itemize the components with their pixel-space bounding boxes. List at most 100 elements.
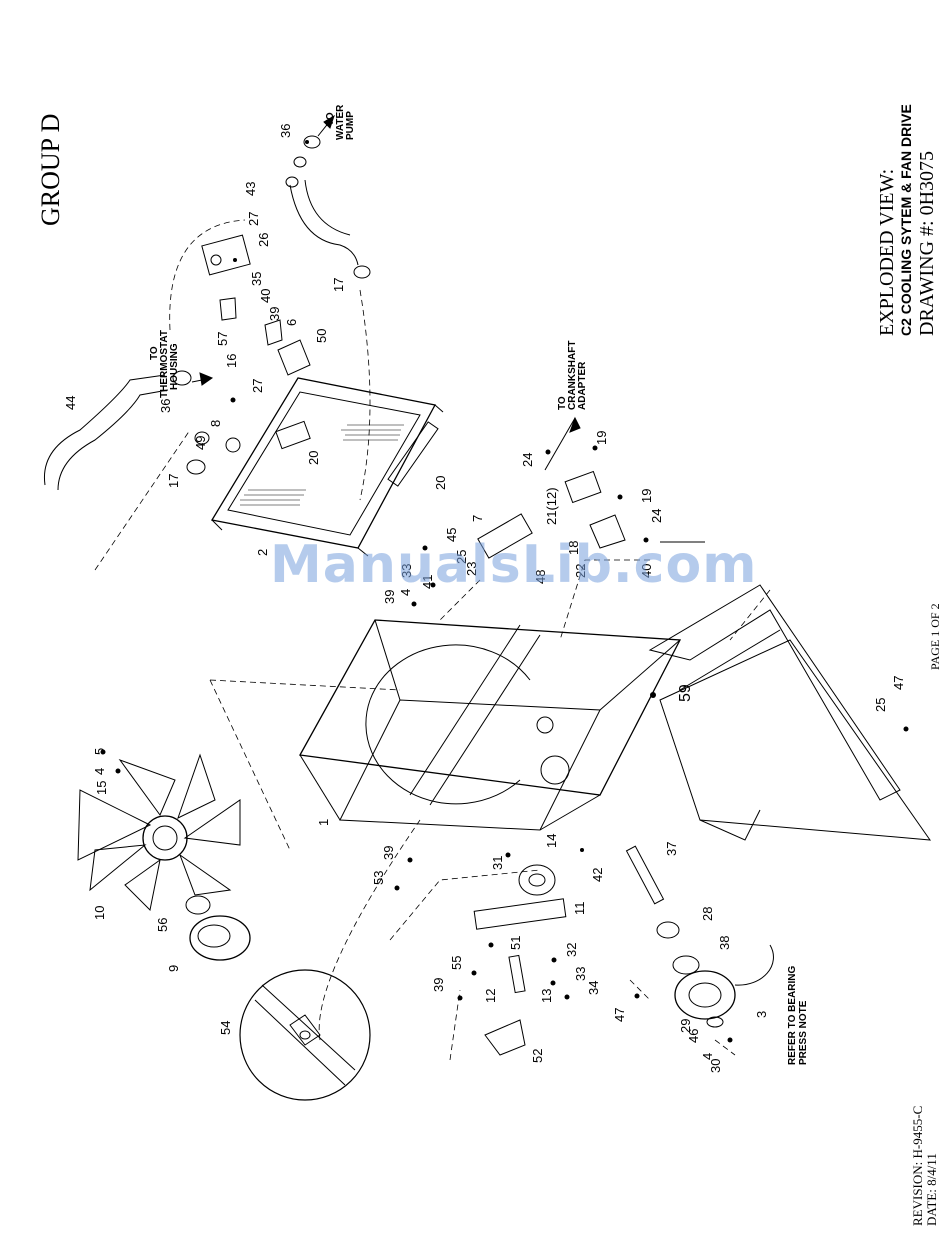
note-crankshaft-line1: TO (557, 396, 568, 410)
callout-28: 28 (700, 907, 715, 921)
callout-10: 10 (92, 906, 107, 920)
note-thermostat-line3: HOUSING (169, 343, 180, 390)
callout-33-lower: 33 (573, 967, 588, 981)
title-subtitle: C2 COOLING SYTEM & FAN DRIVE (898, 104, 914, 336)
callout-40-mid: 40 (639, 564, 654, 578)
note-water-pump-line2: WATER (335, 104, 346, 140)
callout-19-top: 19 (594, 431, 609, 445)
callout-54: 54 (218, 1021, 233, 1035)
revision-date: DATE: 8/4/11 (924, 1153, 939, 1226)
callout-20-a: 20 (306, 451, 321, 465)
callout-36-top: 36 (278, 124, 293, 138)
note-crankshaft-line2: CRANKSHAFT (567, 341, 578, 410)
callout-8: 8 (208, 420, 223, 427)
title-drawing-number: DRAWING #: 0H3075 (916, 150, 938, 336)
page-label: PAGE 1 OF 2 (928, 603, 942, 670)
callout-56: 56 (155, 918, 170, 932)
callout-39-top: 39 (267, 307, 282, 321)
callout-14: 14 (544, 834, 559, 848)
callout-44: 44 (63, 396, 78, 410)
callout-27-top: 27 (246, 212, 261, 226)
note-bearing-line1: REFER TO BEARING (787, 966, 798, 1065)
callout-40-top: 40 (258, 289, 273, 303)
callout-43: 43 (243, 182, 258, 196)
callout-48: 48 (533, 570, 548, 584)
callout-13: 13 (539, 989, 554, 1003)
callout-7: 7 (470, 515, 485, 522)
callout-2: 2 (255, 549, 270, 556)
callout-6: 6 (284, 319, 299, 326)
callout-50: 50 (314, 329, 329, 343)
callout-53: 53 (371, 871, 386, 885)
expansion-tank (201, 234, 251, 276)
callout-17-top: 17 (331, 278, 346, 292)
callout-4-left: 4 (92, 768, 107, 775)
callout-5: 5 (92, 748, 107, 755)
fastener-dots (100, 140, 909, 1043)
callout-52: 52 (530, 1049, 545, 1063)
callout-25-mid: 25 (454, 550, 469, 564)
fan-shroud-frame (298, 619, 682, 831)
callout-22: 22 (573, 564, 588, 578)
callout-49: 49 (193, 436, 208, 450)
crankshaft-adapter (544, 416, 705, 549)
hoses (43, 135, 371, 491)
callout-16: 16 (224, 354, 239, 368)
callout-18: 18 (566, 541, 581, 555)
callout-20-b: 20 (433, 476, 448, 490)
callout-23: 23 (464, 562, 479, 576)
group-label: GROUP D (36, 113, 65, 226)
frame-rail (648, 584, 932, 841)
callout-19-mid: 19 (639, 489, 654, 503)
callout-31: 31 (490, 856, 505, 870)
callout-3: 3 (754, 1011, 769, 1018)
callout-1: 1 (316, 819, 331, 826)
callout-37: 37 (664, 842, 679, 856)
callout-39-mid: 39 (382, 590, 397, 604)
callout-45: 45 (444, 528, 459, 542)
fan-pulley (185, 895, 251, 961)
callout-24-top: 24 (520, 453, 535, 467)
note-thermostat-line1: TO (149, 346, 160, 360)
callout-47-right: 47 (891, 676, 906, 690)
callout-27-mid: 27 (250, 379, 265, 393)
callout-11: 11 (572, 902, 587, 916)
callout-46: 46 (686, 1029, 701, 1043)
callout-9: 9 (166, 965, 181, 972)
callout-55: 55 (449, 956, 464, 970)
callout-17-mid: 17 (166, 474, 181, 488)
callout-24-mid: 24 (649, 509, 664, 523)
radiator (210, 377, 444, 557)
callout-34: 34 (586, 981, 601, 995)
callout-labels: 36 43 17 27 26 35 40 39 6 50 57 16 27 8 … (63, 104, 906, 1073)
fan (77, 753, 241, 912)
callout-59: 59 (677, 684, 694, 702)
callout-41: 41 (420, 575, 435, 589)
callout-32: 32 (564, 943, 579, 957)
callout-42: 42 (590, 868, 605, 882)
callout-38: 38 (717, 936, 732, 950)
watermark: ManualsLib.com (270, 535, 758, 595)
callout-35: 35 (249, 272, 264, 286)
callout-30: 30 (708, 1059, 723, 1073)
callout-21-12: 21(12) (544, 487, 559, 525)
callout-29: 29 (678, 1019, 693, 1033)
detail-circle (239, 969, 371, 1101)
callout-33-top: 33 (399, 564, 414, 578)
callout-39-bottom: 39 (431, 978, 446, 992)
callout-12: 12 (483, 989, 498, 1003)
flow-arrows (191, 114, 335, 386)
callout-39-lower: 39 (381, 846, 396, 860)
title-heading: EXPLODED VIEW: (876, 168, 898, 336)
crank-pulley (625, 845, 774, 1028)
callout-26: 26 (256, 233, 271, 247)
callout-57: 57 (215, 332, 230, 346)
callout-25-right: 25 (873, 698, 888, 712)
note-bearing-line2: PRESS NOTE (798, 1000, 809, 1065)
note-water-pump-line1: TO (325, 112, 336, 126)
note-crankshaft-line3: ADAPTER (577, 361, 588, 410)
callout-4-mid: 4 (398, 589, 413, 596)
callout-4-lower: 4 (700, 1053, 715, 1060)
